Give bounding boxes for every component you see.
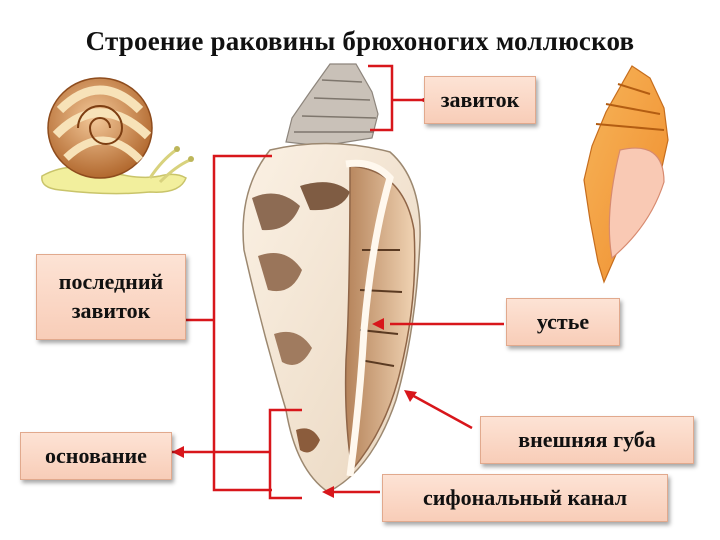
spiral-shell-illustration	[584, 66, 668, 282]
label-zavitok: завиток	[424, 76, 536, 124]
label-vneshnyaya-guba: внешняя губа	[480, 416, 694, 464]
label-sifonalny-kanal: сифональный канал	[382, 474, 668, 522]
line-vneshnyaya-guba	[410, 394, 472, 428]
label-ustye: устье	[506, 298, 620, 346]
snail-illustration	[42, 78, 194, 194]
label-posledniy-zavitok: последний завиток	[36, 254, 186, 340]
label-osnovanie: основание	[20, 432, 172, 480]
